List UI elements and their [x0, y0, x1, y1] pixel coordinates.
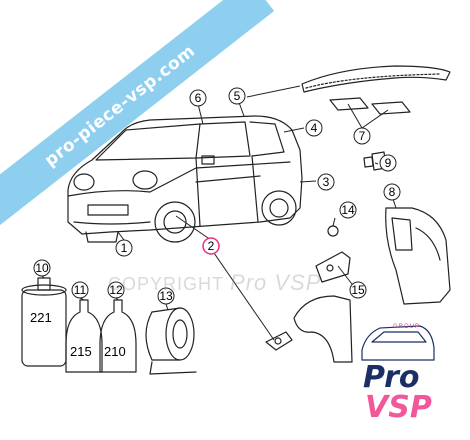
watermark-brand: Pro VSP — [230, 270, 322, 295]
svg-text:4: 4 — [311, 121, 318, 135]
callout-4[interactable]: 4 — [305, 119, 323, 137]
callout-10[interactable]: 10 — [33, 259, 51, 277]
bracket-part — [315, 251, 351, 283]
callout-15[interactable]: 15 — [349, 281, 367, 299]
svg-text:14: 14 — [341, 203, 355, 217]
svg-text:12: 12 — [109, 283, 123, 297]
svg-text:6: 6 — [195, 91, 202, 105]
bottle-small — [99, 299, 137, 373]
bottle-label-210: 210 — [104, 344, 126, 359]
callout-5[interactable]: 5 — [228, 87, 246, 105]
clip-part — [327, 225, 339, 237]
bottle-label-215: 215 — [70, 344, 92, 359]
callout-13[interactable]: 13 — [157, 287, 175, 305]
svg-text:3: 3 — [323, 175, 330, 189]
rear-panel-part — [385, 207, 451, 305]
svg-text:9: 9 — [385, 156, 392, 170]
fender-part — [265, 295, 353, 363]
svg-text:2: 2 — [208, 239, 215, 253]
logo-vsp-text: VSP — [365, 390, 432, 425]
pad-part — [329, 97, 369, 111]
roof-part — [301, 65, 451, 93]
svg-text:1: 1 — [121, 241, 128, 255]
callout-3[interactable]: 3 — [317, 173, 335, 191]
callout-11[interactable]: 11 — [71, 281, 89, 299]
callout-9[interactable]: 9 — [379, 154, 397, 172]
callout-7[interactable]: 7 — [353, 127, 371, 145]
logo-group-label: GROUP — [393, 324, 421, 330]
svg-text:5: 5 — [234, 89, 241, 103]
svg-text:10: 10 — [35, 261, 49, 275]
logo-pro-text: Pro — [363, 360, 420, 395]
svg-text:8: 8 — [389, 185, 396, 199]
bottle-large — [21, 277, 67, 367]
bottle-label-221: 221 — [30, 310, 52, 325]
callout-8[interactable]: 8 — [383, 183, 401, 201]
svg-text:13: 13 — [159, 289, 173, 303]
svg-text:15: 15 — [351, 283, 365, 297]
svg-text:7: 7 — [359, 129, 366, 143]
svg-text:11: 11 — [74, 283, 87, 297]
callout-1[interactable]: 1 — [115, 239, 133, 257]
callout-6[interactable]: 6 — [189, 89, 207, 107]
callout-2[interactable]: 2 — [202, 237, 220, 255]
callout-12[interactable]: 12 — [107, 281, 125, 299]
tape-roll — [145, 307, 197, 375]
watermark-text: COPYRIGHT — [108, 274, 225, 294]
logo-car — [361, 325, 435, 361]
car-illustration — [67, 115, 303, 243]
pad-part — [371, 101, 411, 115]
provsp-logo[interactable]: GROUP Pro VSP — [355, 322, 465, 434]
bottle-medium — [65, 299, 103, 373]
callout-14[interactable]: 14 — [339, 201, 357, 219]
